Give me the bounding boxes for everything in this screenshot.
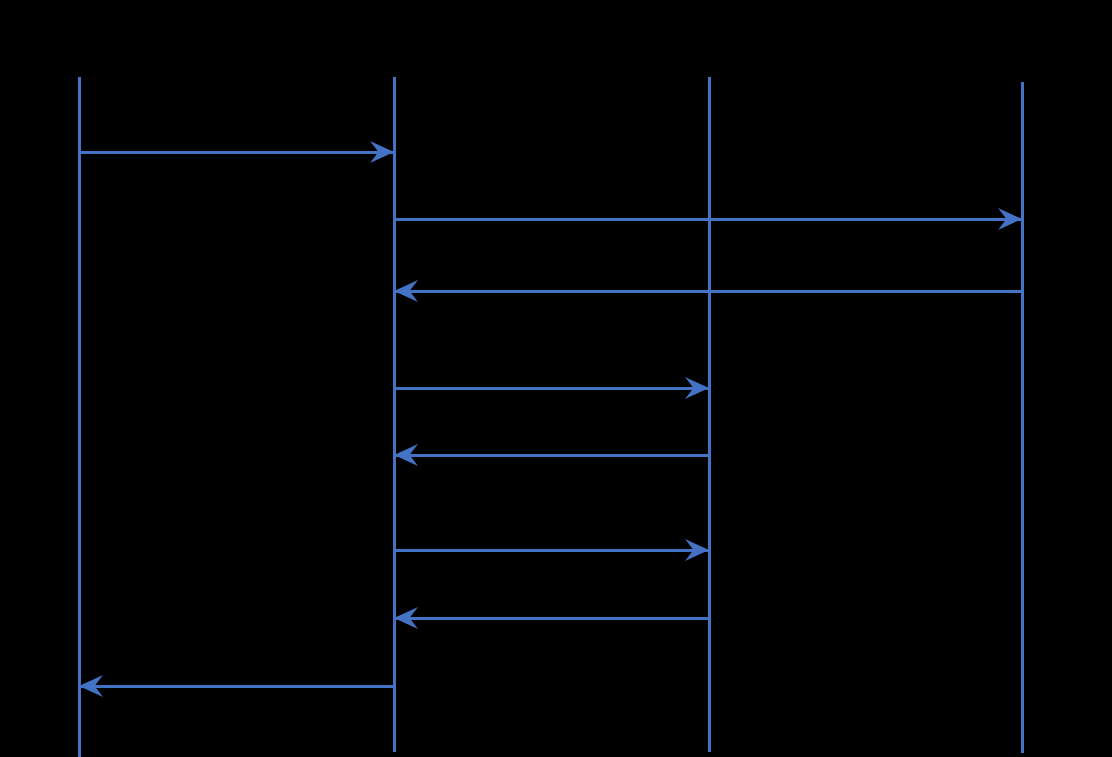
message-6-line (394, 548, 709, 552)
lifeline-3 (707, 77, 711, 752)
message-5-line (394, 453, 709, 457)
lifeline-1 (77, 77, 81, 757)
lifeline-2 (392, 77, 396, 752)
message-4-line (394, 386, 709, 390)
message-8-line (79, 684, 394, 688)
message-7-line (394, 616, 709, 620)
message-3-line (394, 289, 1022, 293)
lifeline-4 (1020, 82, 1024, 753)
message-1-line (79, 150, 394, 154)
message-2-line (394, 217, 1022, 221)
